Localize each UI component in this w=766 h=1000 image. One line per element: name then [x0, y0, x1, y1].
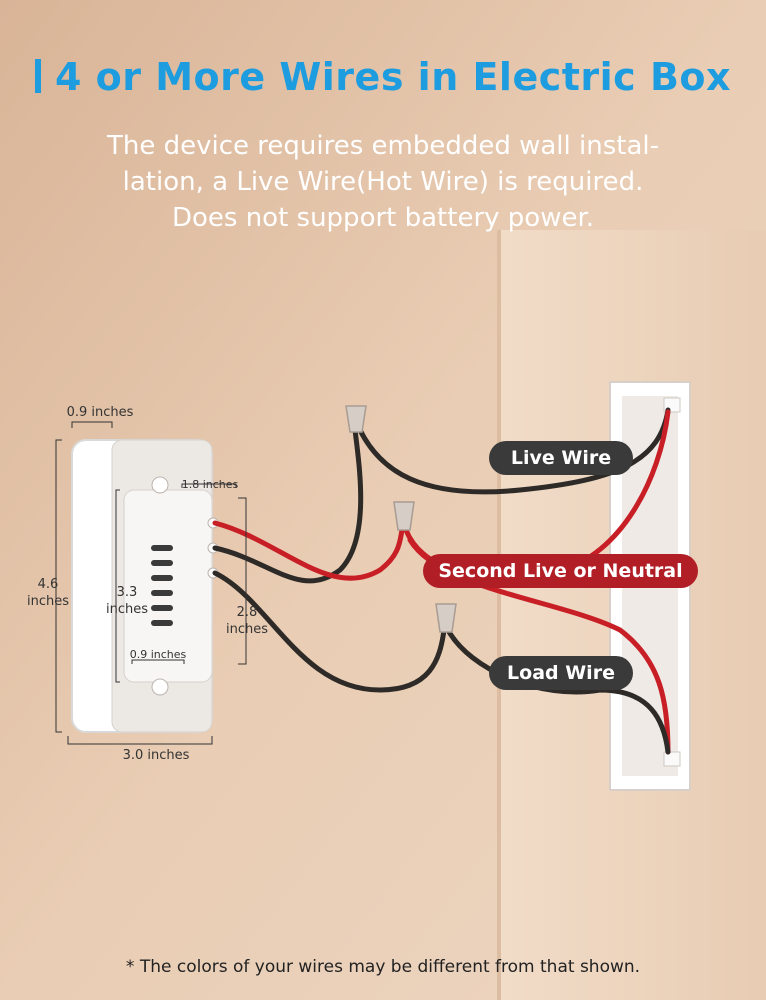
- wire-nut-bottom: [435, 603, 457, 633]
- smart-switch-device: [71, 439, 219, 733]
- load-wire-black-from-box: [445, 627, 671, 755]
- page-title: 4 or More Wires in Electric Box: [0, 55, 766, 99]
- body-height-unit: inches: [225, 622, 268, 637]
- load-wire-black-from-switch: [212, 570, 447, 693]
- subtitle-line-2: lation, a Live Wire(Hot Wire) is require…: [122, 167, 644, 197]
- wire-nuts: [345, 405, 457, 633]
- inner-width-dimension-label: 0.9 inches: [129, 648, 187, 661]
- live-wire-black-from-switch: [212, 427, 364, 584]
- inner-height-unit: inches: [105, 602, 148, 617]
- subtitle-line-3: Does not support battery power.: [171, 203, 595, 233]
- second-live-red-from-switch: [212, 520, 405, 581]
- body-width-dimension-label: 1.8 inches: [181, 478, 239, 491]
- outer-height-unit: inches: [26, 594, 69, 609]
- inner-height-value: 3.3: [116, 585, 138, 600]
- wire-nut-top: [345, 405, 367, 433]
- subtitle-line-1: The device requires embedded wall instal…: [106, 131, 660, 161]
- footnote: * The colors of your wires may be differ…: [125, 957, 641, 977]
- outer-height-value: 4.6: [37, 577, 59, 592]
- body-height-dimension-label: 2.8 inches: [220, 604, 274, 638]
- title-accent-bar: [34, 59, 41, 93]
- depth-dimension-label: 0.9 inches: [66, 405, 134, 420]
- live-wire-label: Live Wire: [489, 441, 633, 475]
- dimension-lines: [55, 421, 247, 745]
- body-height-value: 2.8: [236, 605, 258, 620]
- load-wire-label: Load Wire: [489, 656, 633, 690]
- title-text: 4 or More Wires in Electric Box: [54, 55, 732, 99]
- wire-nut-middle: [393, 501, 415, 531]
- live-wire-black-from-box: [357, 407, 671, 495]
- outer-width-dimension-label: 3.0 inches: [122, 748, 190, 763]
- inner-height-dimension-label: 3.3 inches: [100, 584, 154, 618]
- outer-height-dimension-label: 4.6 inches: [18, 576, 78, 610]
- device-vents: [151, 545, 173, 626]
- page-subtitle: The device requires embedded wall instal…: [40, 128, 726, 236]
- second-live-or-neutral-label: Second Live or Neutral: [423, 554, 698, 588]
